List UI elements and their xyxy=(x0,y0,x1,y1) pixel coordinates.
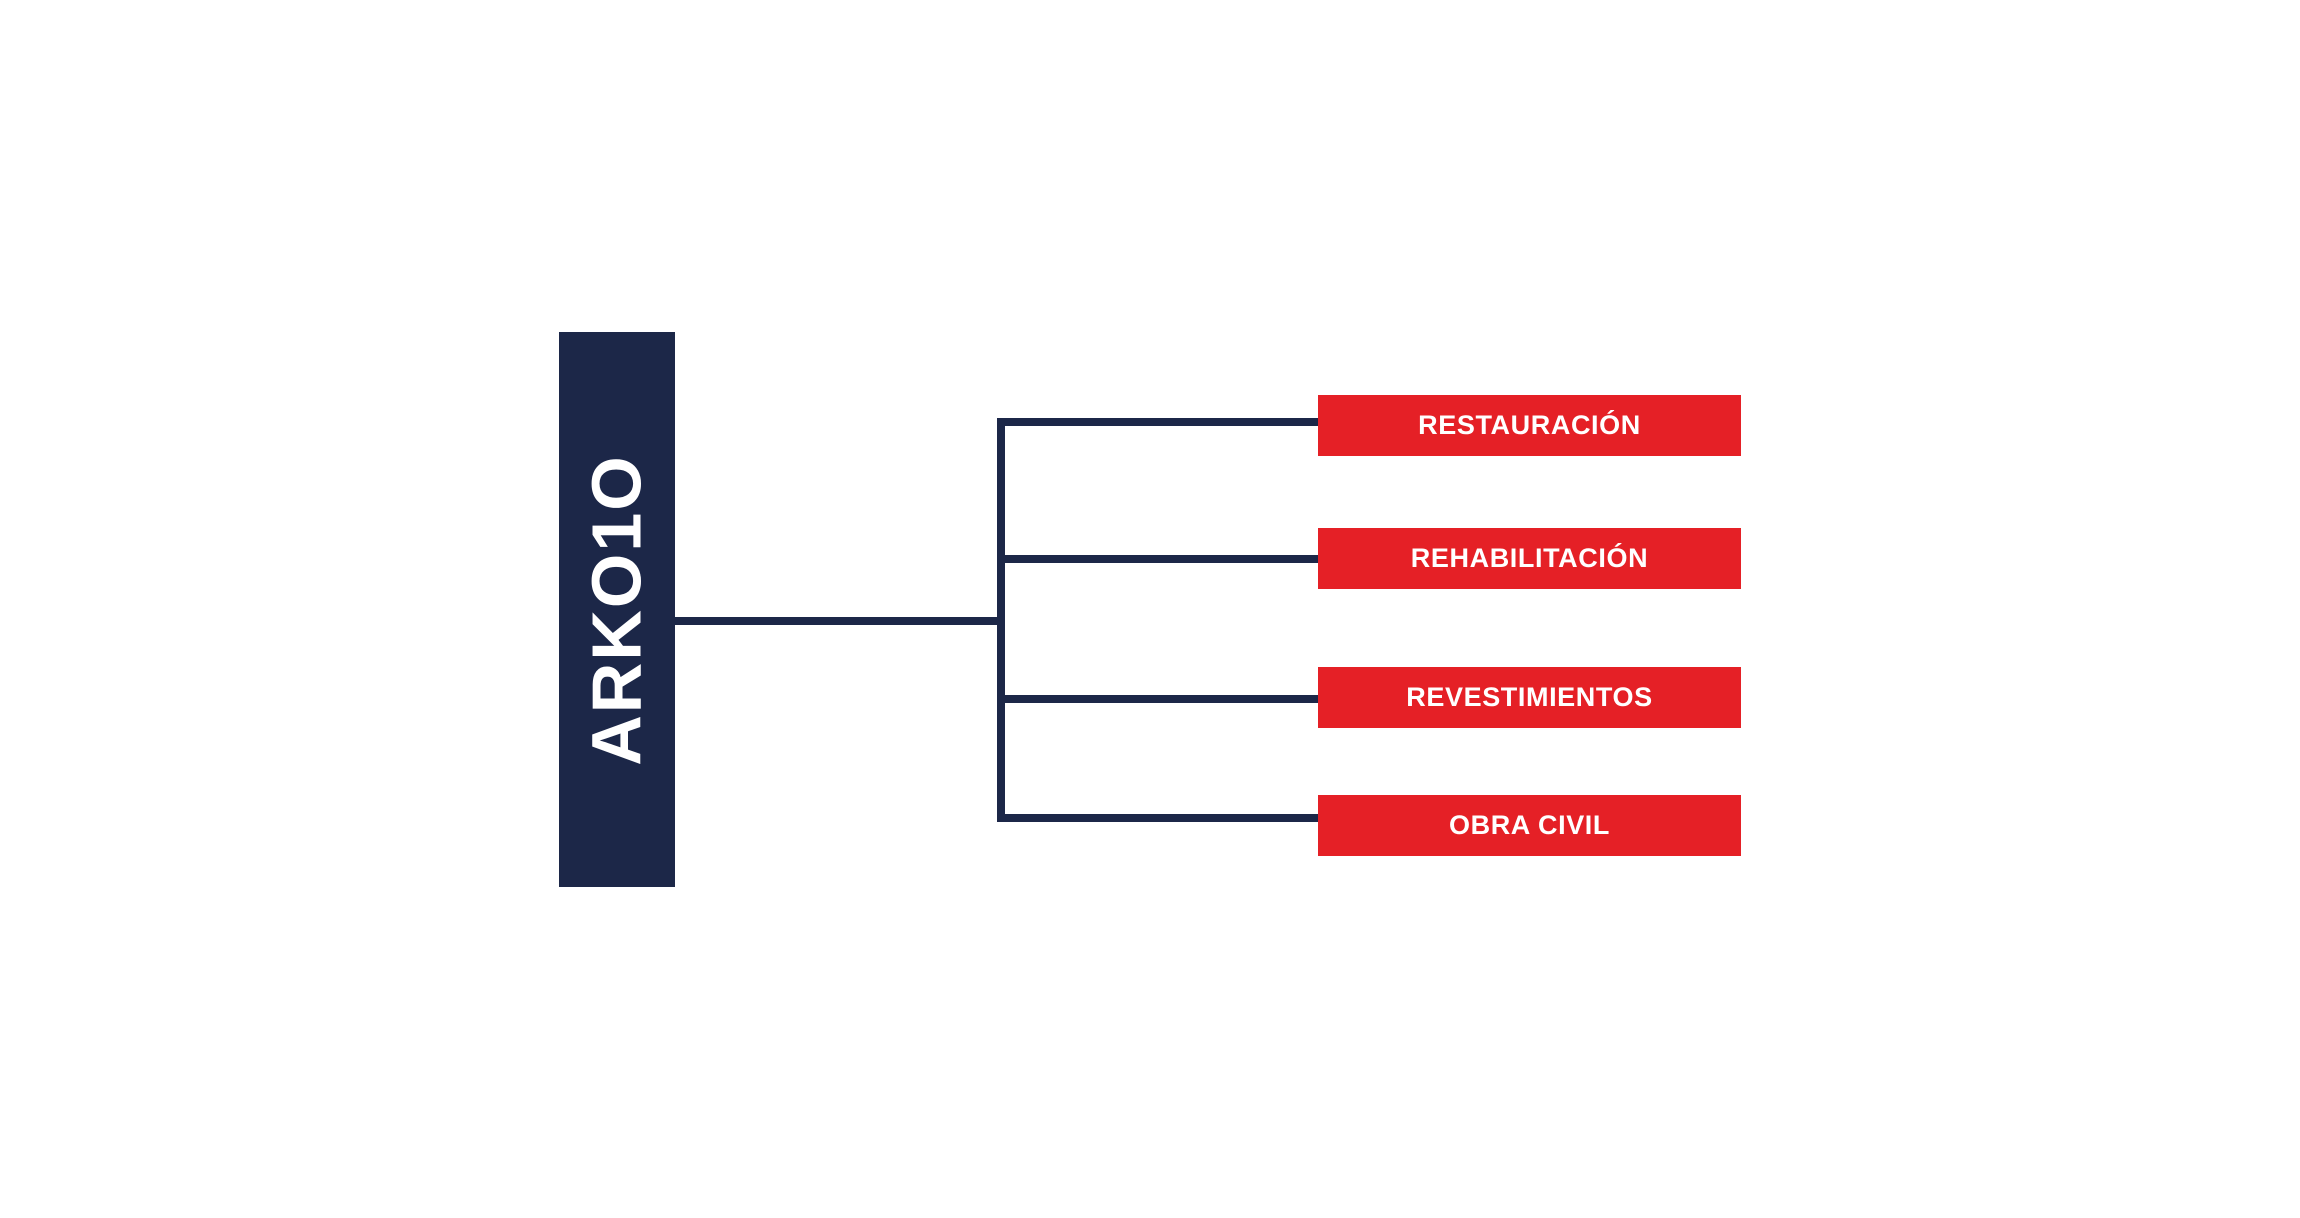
service-label: REHABILITACIÓN xyxy=(1410,543,1649,573)
connector-branch-obra-civil xyxy=(997,814,1320,822)
service-node-revestimientos[interactable]: REVESTIMIENTOS xyxy=(1318,667,1741,728)
connector-branch-revestimientos xyxy=(997,695,1320,703)
connector-spine xyxy=(997,418,1005,822)
service-node-restauracion[interactable]: RESTAURACIÓN xyxy=(1318,395,1741,456)
root-node-label: ARKO1O xyxy=(578,453,657,766)
connector-branch-rehabilitacion xyxy=(997,555,1320,563)
connector-branch-restauracion xyxy=(997,418,1320,426)
service-node-obra-civil[interactable]: OBRA CIVIL xyxy=(1318,795,1741,856)
connector-trunk xyxy=(673,617,1005,625)
service-node-rehabilitacion[interactable]: REHABILITACIÓN xyxy=(1318,528,1741,589)
root-node-brand-bar[interactable]: ARKO1O xyxy=(559,332,675,887)
service-label: OBRA CIVIL xyxy=(1449,810,1610,840)
service-label: RESTAURACIÓN xyxy=(1418,410,1641,440)
service-label: REVESTIMIENTOS xyxy=(1406,682,1653,712)
